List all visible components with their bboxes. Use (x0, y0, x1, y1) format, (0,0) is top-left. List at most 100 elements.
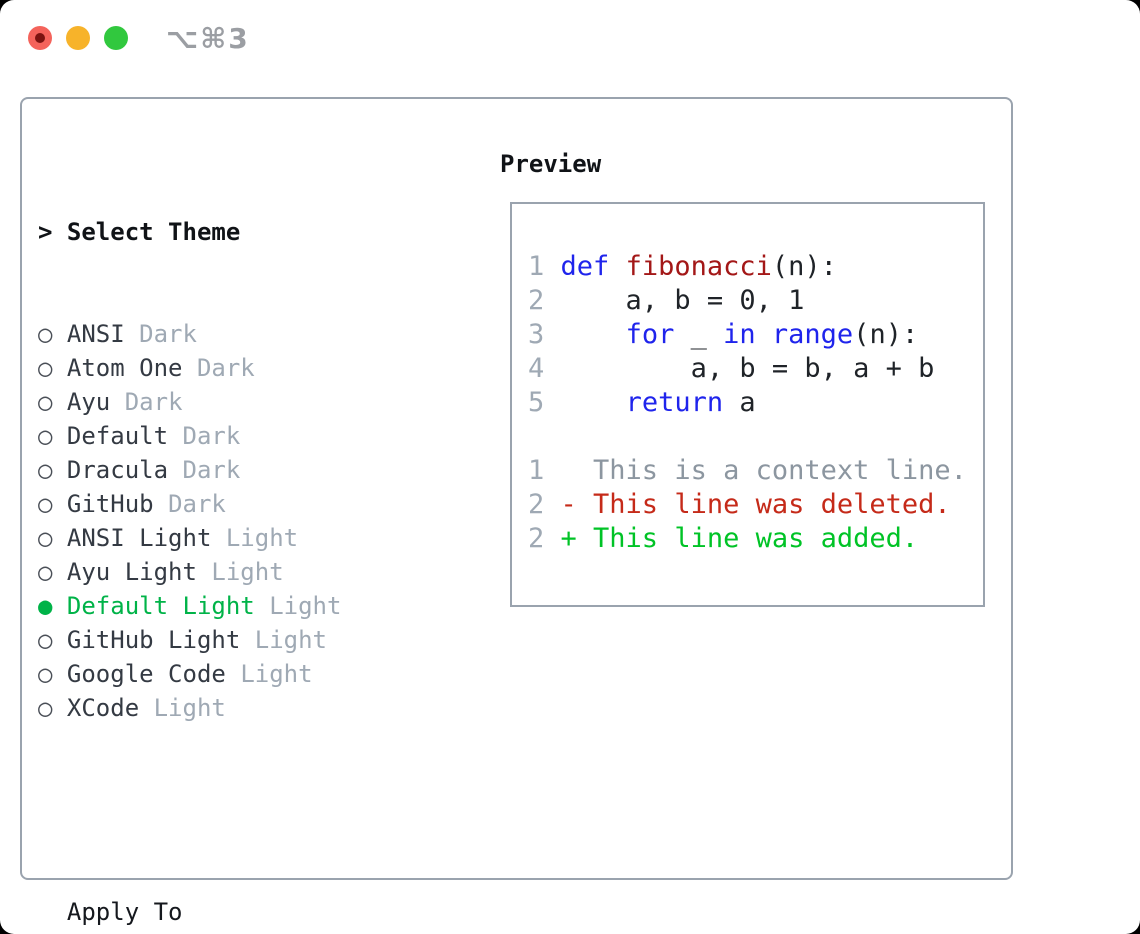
theme-name: Dracula (66, 456, 169, 484)
code-segment: for (625, 319, 675, 350)
theme-name: Atom One (66, 354, 183, 382)
theme-list-column: > Select Theme ○ ANSI Dark○ Atom One Dar… (38, 147, 443, 934)
zoom-button[interactable] (104, 26, 128, 50)
preview-line: 2 a, b = 0, 1 (528, 284, 983, 318)
radio-icon: ○ (38, 456, 67, 484)
theme-name: Ayu Light (66, 558, 197, 586)
theme-option[interactable]: ○ Google Code Light (38, 657, 443, 691)
theme-name: Google Code (66, 660, 226, 688)
theme-variant-badge: Dark (196, 354, 255, 382)
preview-line: 2 + This line was added. (528, 522, 983, 556)
code-segment (561, 387, 626, 418)
theme-name: Ayu (66, 388, 111, 416)
code-segment: def (560, 251, 626, 282)
theme-name: ANSI Light (66, 524, 212, 552)
code-segment: _ (674, 319, 724, 350)
theme-name: GitHub (66, 490, 154, 518)
theme-options-list: ○ ANSI Dark○ Atom One Dark○ Ayu Dark○ De… (38, 317, 443, 725)
preview-line: 3 for _ in range(n): (528, 318, 983, 352)
code-segment: return (625, 387, 724, 418)
code-segment: a, b = 0, 1 (560, 285, 805, 316)
code-segment: - This line was deleted. (560, 489, 951, 520)
code-segment: (n): (853, 319, 919, 350)
line-number: 2 (528, 489, 545, 520)
theme-variant-badge: Dark (168, 490, 226, 518)
code-segment: This is a context line. (560, 455, 967, 486)
radio-icon: ○ (38, 320, 67, 348)
preview-title: Preview (500, 150, 602, 178)
apply-to-title: Apply To (66, 898, 183, 926)
preview-line (528, 420, 983, 454)
line-number: 1 (528, 251, 545, 282)
radio-icon: ○ (38, 626, 67, 654)
radio-icon: ○ (38, 660, 67, 688)
line-number: 3 (528, 319, 545, 350)
line-number: 5 (528, 387, 545, 418)
theme-name: ANSI (66, 320, 125, 348)
theme-option[interactable]: ○ Atom One Dark (38, 351, 443, 385)
radio-icon: ● (38, 592, 67, 620)
preview-line: 2 - This line was deleted. (528, 488, 983, 522)
theme-name: Default Light (66, 592, 255, 620)
theme-variant-badge: Light (254, 626, 327, 654)
theme-option[interactable]: ● Default Light Light (38, 589, 443, 623)
theme-variant-badge: Light (240, 660, 313, 688)
theme-option[interactable]: ○ GitHub Dark (38, 487, 443, 521)
keyboard-shortcut-label: ⌥⌘3 (166, 22, 250, 55)
theme-variant-badge: Light (211, 558, 284, 586)
theme-variant-badge: Dark (139, 320, 197, 348)
theme-variant-badge: Light (269, 592, 342, 620)
line-number: 2 (528, 523, 545, 554)
spacer (38, 793, 443, 827)
preview-line: 4 a, b = b, a + b (528, 352, 983, 386)
radio-icon: ○ (38, 558, 67, 586)
code-segment (756, 319, 772, 350)
theme-option[interactable]: ○ Ayu Dark (38, 385, 443, 419)
theme-option[interactable]: ○ Default Dark (38, 419, 443, 453)
code-segment (561, 319, 626, 350)
close-button[interactable] (28, 26, 52, 50)
theme-variant-badge: Dark (182, 456, 241, 484)
preview-line: 5 return a (528, 386, 983, 420)
line-number: 4 (528, 353, 545, 384)
select-theme-title: Select Theme (66, 218, 241, 246)
code-segment: fibonacci (625, 251, 772, 282)
code-segment: a, b = b, a + b (560, 353, 935, 384)
titlebar: ⌥⌘3 (0, 0, 1140, 76)
code-segment: range (771, 319, 854, 350)
theme-option[interactable]: ○ XCode Light (38, 691, 443, 725)
theme-option[interactable]: ○ ANSI Dark (38, 317, 443, 351)
theme-option[interactable]: ○ Ayu Light Light (38, 555, 443, 589)
close-icon (35, 33, 45, 43)
theme-name: Default (66, 422, 169, 450)
radio-icon: ○ (38, 422, 67, 450)
preview-column: Preview 1 def fibonacci(n):2 a, b = 0, 1… (500, 147, 985, 607)
code-segment: a (723, 387, 756, 418)
preview-line: 1 def fibonacci(n): (528, 250, 983, 284)
minimize-button[interactable] (66, 26, 90, 50)
selection-caret: > (38, 218, 53, 246)
theme-option[interactable]: ○ GitHub Light Light (38, 623, 443, 657)
line-number: 2 (528, 285, 545, 316)
theme-name: XCode (66, 694, 140, 722)
preview-line: 1 This is a context line. (528, 454, 983, 488)
theme-variant-badge: Dark (124, 388, 183, 416)
theme-name: GitHub Light (66, 626, 241, 654)
code-segment: in (723, 319, 756, 350)
radio-icon: ○ (38, 388, 67, 416)
theme-variant-badge: Light (153, 694, 226, 722)
radio-icon: ○ (38, 524, 67, 552)
theme-variant-badge: Light (225, 524, 299, 552)
line-number: 1 (528, 455, 545, 486)
theme-option[interactable]: ○ Dracula Dark (38, 453, 443, 487)
code-segment: (n): (771, 251, 837, 282)
radio-icon: ○ (38, 694, 67, 722)
theme-option[interactable]: ○ ANSI Light Light (38, 521, 443, 555)
theme-variant-badge: Dark (182, 422, 241, 450)
radio-icon: ○ (38, 490, 67, 518)
theme-picker-panel: > Select Theme ○ ANSI Dark○ Atom One Dar… (20, 97, 1013, 926)
select-theme-header: > Select Theme (38, 215, 443, 249)
